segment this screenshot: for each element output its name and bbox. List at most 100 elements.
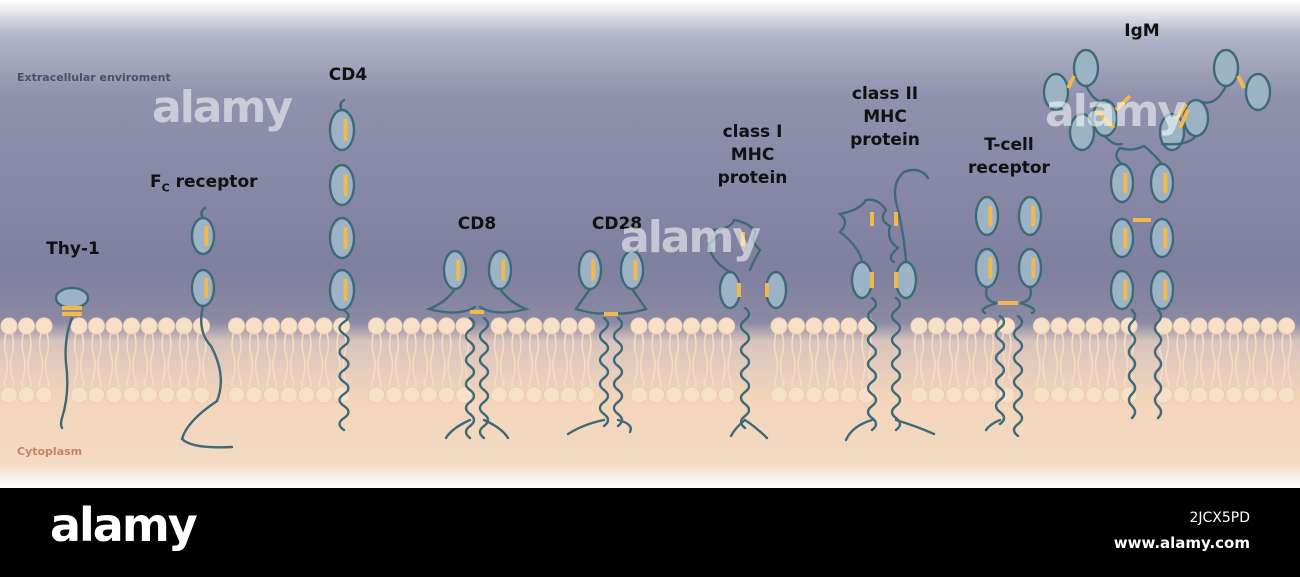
lipid-head [577, 386, 596, 404]
lipid-tail [1182, 332, 1187, 393]
lipid-head [455, 386, 473, 404]
lipid-head [1050, 317, 1068, 335]
lipid-tail [1211, 332, 1216, 393]
lipid-tail [272, 332, 277, 393]
lipid-head [717, 317, 736, 335]
lipid [245, 317, 263, 404]
lipid-tail [493, 332, 499, 393]
ig-domain [1149, 269, 1175, 311]
lipid-head [35, 386, 53, 404]
lipid [577, 317, 596, 404]
lipid-tail [126, 332, 131, 393]
lipid-head [857, 317, 876, 335]
lipid-head [962, 317, 981, 335]
lipid-tail [563, 332, 569, 393]
igm-label: IgM [1124, 21, 1160, 41]
lipid-head [1085, 386, 1103, 404]
lipid-head [157, 386, 176, 404]
lipid-tail [779, 332, 785, 393]
lipid-tail [1042, 332, 1047, 393]
lipid-head [105, 386, 123, 404]
lipid [35, 317, 53, 404]
ig-domain [328, 108, 356, 152]
watermark-footer: alamy 2JCX5PD www.alamy.com [0, 488, 1300, 577]
lipid-head [560, 386, 578, 404]
lipid [402, 317, 421, 404]
ig-domain [190, 216, 216, 256]
igm-arm [1160, 134, 1198, 146]
lipid-tail [167, 332, 172, 393]
lipid-head [805, 317, 823, 335]
ig-domain [850, 260, 874, 300]
lipid-tail [458, 332, 464, 393]
lipid-tail [773, 332, 779, 393]
lipid-tail [301, 332, 306, 393]
t-cell-receptor-label: T-cell receptor [955, 134, 1063, 180]
ig-domain [1212, 48, 1240, 88]
lipid [70, 317, 88, 404]
lipid-head [122, 317, 141, 335]
disulfide-bond [1094, 108, 1116, 130]
mhc-class-i-line-3: protein [717, 168, 788, 188]
cd28-label: CD28 [591, 214, 643, 234]
watermark-logo: alamy [620, 212, 761, 263]
lipid-tail [937, 332, 942, 393]
lipid [910, 317, 928, 404]
footer-brand: alamy [50, 498, 198, 552]
lipid-tail [797, 332, 802, 393]
lipid-tail [441, 332, 446, 393]
lipid-tail [1252, 332, 1257, 393]
lipid-tail [1281, 332, 1286, 393]
cytoplasmic-tail [464, 316, 476, 440]
lipid-tail [44, 332, 50, 393]
lipid-head [945, 317, 963, 335]
lipid-head [1067, 317, 1086, 335]
lipid [1172, 317, 1191, 404]
lipid-head [1260, 386, 1278, 404]
lipid-tail [1164, 332, 1170, 393]
ig-domain [328, 216, 356, 260]
lipid-head [87, 386, 106, 404]
lipid-head [17, 317, 36, 335]
lipid-tail [406, 332, 411, 393]
lipid-tail [913, 332, 919, 393]
lipid [280, 317, 298, 404]
t-cell-receptor-line-2: receptor [968, 158, 1050, 178]
lipid-head [280, 317, 298, 335]
lipid-tail [1094, 332, 1100, 393]
lipid-head [402, 317, 421, 335]
lipid-head [420, 317, 438, 335]
lipid-tail [1001, 332, 1006, 393]
cytoplasmic-tail [1012, 314, 1024, 438]
lipid-tail [791, 332, 796, 393]
lipid-head [665, 386, 683, 404]
lipid-head [1032, 386, 1051, 404]
t-cell-receptor-line-1: T-cell [984, 135, 1034, 155]
lipid [1207, 317, 1226, 404]
lipid-tail [692, 332, 697, 393]
lipid-head [1190, 386, 1208, 404]
cd28-tail-end [566, 418, 606, 436]
tcr-tail-end [984, 418, 1002, 432]
lipid-head [297, 386, 316, 404]
lipid-tail [651, 332, 656, 393]
lipid-tail [674, 332, 680, 393]
lipid-head [367, 386, 386, 404]
ig-domain [1149, 162, 1175, 204]
lipid [1242, 317, 1261, 404]
lipid-tail [499, 332, 505, 393]
lipid-head [420, 386, 438, 404]
cd4-label: CD4 [328, 65, 368, 85]
cd28-tail-end [616, 418, 632, 434]
lipid [630, 317, 648, 404]
lipid-tail [919, 332, 925, 393]
lipid-tail [307, 332, 312, 393]
lipid [437, 317, 456, 404]
lipid [297, 317, 316, 404]
lipid-head [647, 386, 666, 404]
membrane-protein-diagram [0, 0, 1300, 488]
ig-domain [894, 260, 918, 300]
footer-image-id: 2JCX5PD [1189, 510, 1250, 526]
lipid-head [315, 386, 333, 404]
